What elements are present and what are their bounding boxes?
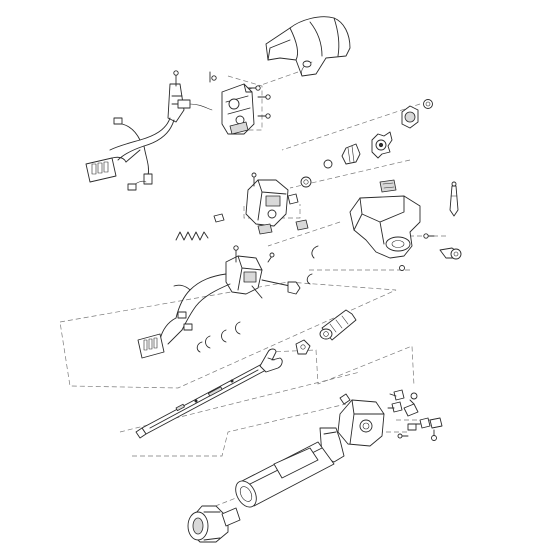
dimmer-switch-assembly: [137, 245, 301, 359]
column-jacket-tube: [235, 441, 335, 508]
shaft-coupling: [295, 309, 357, 355]
upper-steering-shaft: [135, 348, 283, 439]
column-jacket-mounting: [319, 393, 385, 463]
lower-bearing-adapter: [187, 505, 241, 543]
column-housing-cover: [349, 179, 435, 271]
mounting-bolts: [387, 389, 443, 441]
retaining-clips: [196, 245, 319, 353]
lock-cylinder-parts: [300, 99, 433, 188]
lock-housing-bracket: [221, 83, 255, 135]
lock-actuator-housing: [245, 172, 309, 235]
rack-preload-spring: [175, 213, 225, 241]
turn-signal-switch-assembly: [85, 83, 213, 191]
upper-column-cover: [265, 16, 351, 77]
release-pin-lever: [439, 181, 462, 260]
switch-screws: [173, 70, 271, 119]
